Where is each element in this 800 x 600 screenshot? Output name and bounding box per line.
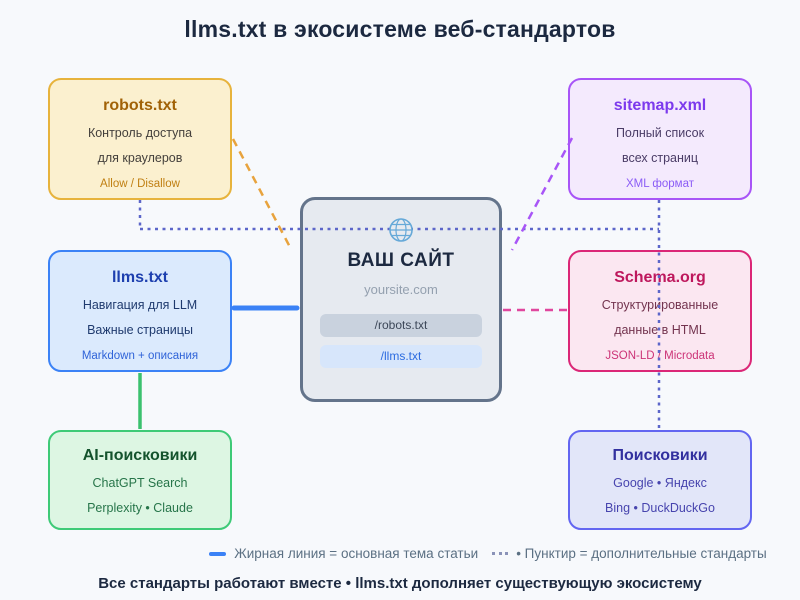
node-llms-line1: Навигация для LLM (82, 298, 198, 312)
node-schema-note: JSON-LD / Microdata (605, 350, 715, 362)
legend-solid-label: Жирная линия = основная тема статьи (234, 546, 479, 561)
node-ai-title: AI-поисковики (82, 447, 198, 464)
node-ai-line2: Perplexity • Claude (87, 501, 193, 515)
site-file-robots: /robots.txt (320, 314, 482, 337)
node-sitemap-title: sitemap.xml (613, 97, 707, 114)
connector-sitemap-site-dashed (510, 137, 574, 251)
node-robots-note: Allow / Disallow (100, 178, 180, 190)
node-schema-line2: данные в HTML (614, 323, 706, 337)
node-robots-line2: для краулеров (97, 151, 183, 165)
node-llms-title: llms.txt (111, 269, 168, 286)
node-robots-txt: robots.txt Контроль доступа для краулеро… (48, 78, 232, 200)
node-sitemap-note: XML формат (626, 178, 694, 190)
node-llms-note: Markdown + описания (81, 350, 199, 362)
node-sitemap-xml: sitemap.xml Полный список всех страниц X… (568, 78, 752, 200)
solid-line-icon (209, 551, 227, 556)
legend: Жирная линия = основная тема статьи • Пу… (88, 546, 800, 561)
node-robots-title: robots.txt (103, 97, 177, 114)
site-title: ВАШ САЙТ (347, 250, 455, 271)
globe-icon (388, 217, 414, 243)
node-schema-org: Schema.org Структурированные данные в HT… (568, 250, 752, 372)
node-sitemap-line1: Полный список (615, 126, 705, 140)
dotted-line-icon (492, 552, 509, 555)
page-title: llms.txt в экосистеме веб-стандартов (184, 16, 616, 42)
node-search-line2: Bing • DuckDuckGo (605, 501, 715, 515)
node-llms-txt: llms.txt Навигация для LLM Важные страни… (48, 250, 232, 372)
node-schema-title: Schema.org (614, 269, 706, 286)
footer-summary: Все стандарты работают вместе • llms.txt… (98, 575, 702, 592)
node-schema-line1: Структурированные (601, 298, 719, 312)
node-search-engines: Поисковики Google • Яндекс Bing • DuckDu… (568, 430, 752, 530)
node-search-line1: Google • Яндекс (613, 476, 707, 490)
node-llms-line2: Важные страницы (87, 323, 193, 337)
site-domain: yoursite.com (364, 282, 438, 297)
node-search-title: Поисковики (612, 447, 708, 464)
legend-dotted-label: • Пунктир = дополнительные стандарты (516, 546, 767, 561)
node-robots-line1: Контроль доступа (87, 126, 193, 140)
node-ai-line1: ChatGPT Search (92, 476, 188, 490)
connector-robots-site-dashed (231, 138, 293, 250)
site-file-llms: /llms.txt (320, 345, 482, 368)
node-sitemap-line2: всех страниц (621, 151, 699, 165)
node-ai-search-engines: AI-поисковики ChatGPT Search Perplexity … (48, 430, 232, 530)
